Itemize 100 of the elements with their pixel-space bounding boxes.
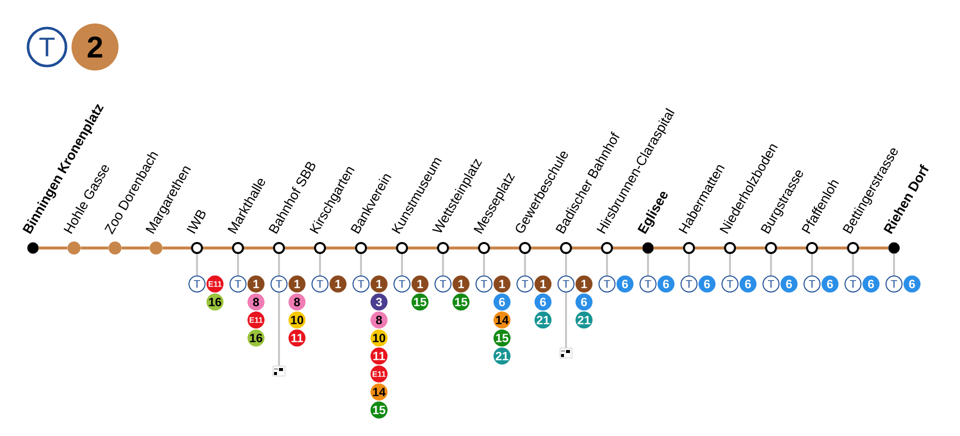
tram-badge: T	[394, 276, 410, 292]
tram-badge: T	[188, 276, 206, 292]
connector-line	[524, 254, 526, 276]
tram-badge: T	[680, 276, 698, 292]
route-badge: 6	[534, 294, 552, 310]
track-line	[859, 246, 888, 250]
tram-badge: T	[352, 276, 370, 292]
connector-line	[319, 254, 321, 276]
tram-badge: T	[270, 276, 288, 292]
track-line	[654, 246, 683, 250]
connector-line	[770, 254, 772, 276]
connector-line	[893, 254, 896, 276]
tram-badge: T	[434, 276, 452, 292]
route-badge: 8	[370, 312, 388, 328]
connector-line	[606, 254, 608, 276]
track-line	[38, 246, 68, 250]
route-badge: 10	[288, 312, 306, 328]
track-line	[285, 246, 314, 250]
route-badge: 1	[534, 276, 552, 292]
track-line	[203, 246, 232, 250]
tram-badge: T	[476, 276, 492, 292]
route-badge: 6	[698, 276, 716, 292]
connector-line	[278, 292, 280, 366]
tram-badge: T	[230, 276, 246, 292]
route-badge: 6	[616, 276, 634, 292]
tram-badge: T	[516, 276, 534, 292]
route-badge: 1	[452, 276, 470, 292]
track-line	[777, 246, 806, 250]
tram-badge: T	[886, 276, 903, 292]
connector-line	[852, 254, 854, 276]
route-badge: 16	[206, 294, 224, 310]
route-badge: 6	[822, 276, 839, 292]
route-badge: 1	[412, 276, 428, 292]
route-badge: 1	[288, 276, 306, 292]
route-badge: 14	[494, 312, 510, 328]
sign-icon	[272, 366, 286, 376]
route-badge: 6	[780, 276, 798, 292]
connector-line	[401, 254, 403, 276]
connector-line	[483, 254, 485, 276]
track-line	[122, 246, 150, 250]
route-badge: 8	[248, 294, 264, 310]
route-badge: 15	[370, 402, 388, 418]
route-badge: 11	[370, 348, 388, 364]
route-badge: 21	[534, 312, 552, 328]
track-line	[449, 246, 478, 250]
connector-line	[196, 254, 198, 276]
route-badge: 6	[862, 276, 880, 292]
route-badge: 3	[370, 294, 388, 310]
tram-badge: T	[558, 276, 574, 292]
tram-badge: T	[640, 276, 656, 292]
track-line	[531, 246, 560, 250]
track-line	[244, 246, 273, 250]
route-badge: 15	[412, 294, 428, 310]
track-line	[818, 246, 848, 250]
track-line	[695, 246, 724, 250]
tram-badge: T	[762, 276, 780, 292]
route-badge: 11	[288, 330, 306, 346]
track-line	[162, 246, 191, 250]
track-line	[80, 246, 108, 250]
connector-line	[647, 254, 649, 276]
track-line	[408, 246, 437, 250]
track-line	[367, 246, 396, 250]
route-badge: E11	[248, 312, 264, 328]
connector-line	[688, 254, 690, 276]
route-badge: 15	[494, 330, 510, 346]
route-badge: 10	[370, 330, 388, 346]
route-badge: 21	[494, 348, 510, 364]
tram-badge: T	[804, 276, 820, 292]
route-badge: E11	[370, 366, 388, 382]
connector-line	[442, 254, 444, 276]
route-badge: 6	[576, 294, 592, 310]
route-badge: 16	[248, 330, 264, 346]
connector-line	[729, 254, 731, 276]
route-badge: 1	[370, 276, 388, 292]
track-line	[736, 246, 766, 250]
sign-icon	[560, 348, 572, 358]
route-badge: 1	[494, 276, 510, 292]
route-badge: 6	[658, 276, 674, 292]
tram-badge: T	[598, 276, 616, 292]
route-badge: E11	[206, 276, 224, 292]
route-badge: 14	[370, 384, 388, 400]
tram-badge: T	[844, 276, 862, 292]
connector-line	[278, 254, 280, 276]
connector-line	[811, 254, 814, 276]
connector-line	[360, 254, 362, 276]
track-line	[490, 246, 519, 250]
tram-badge: T	[722, 276, 739, 292]
route-badge: 15	[452, 294, 470, 310]
route-badge: 6	[904, 276, 921, 292]
track-line	[572, 246, 601, 250]
route-badge: 21	[576, 312, 592, 328]
route-badge: 8	[288, 294, 306, 310]
track-line	[613, 246, 642, 250]
connector-line	[565, 254, 567, 276]
line-number-badge: 2	[72, 24, 118, 70]
route-badge: 1	[330, 276, 346, 292]
connector-line	[565, 292, 567, 348]
tram-badge: T	[312, 276, 328, 292]
route-badge: 1	[576, 276, 592, 292]
connector-line	[237, 254, 239, 276]
